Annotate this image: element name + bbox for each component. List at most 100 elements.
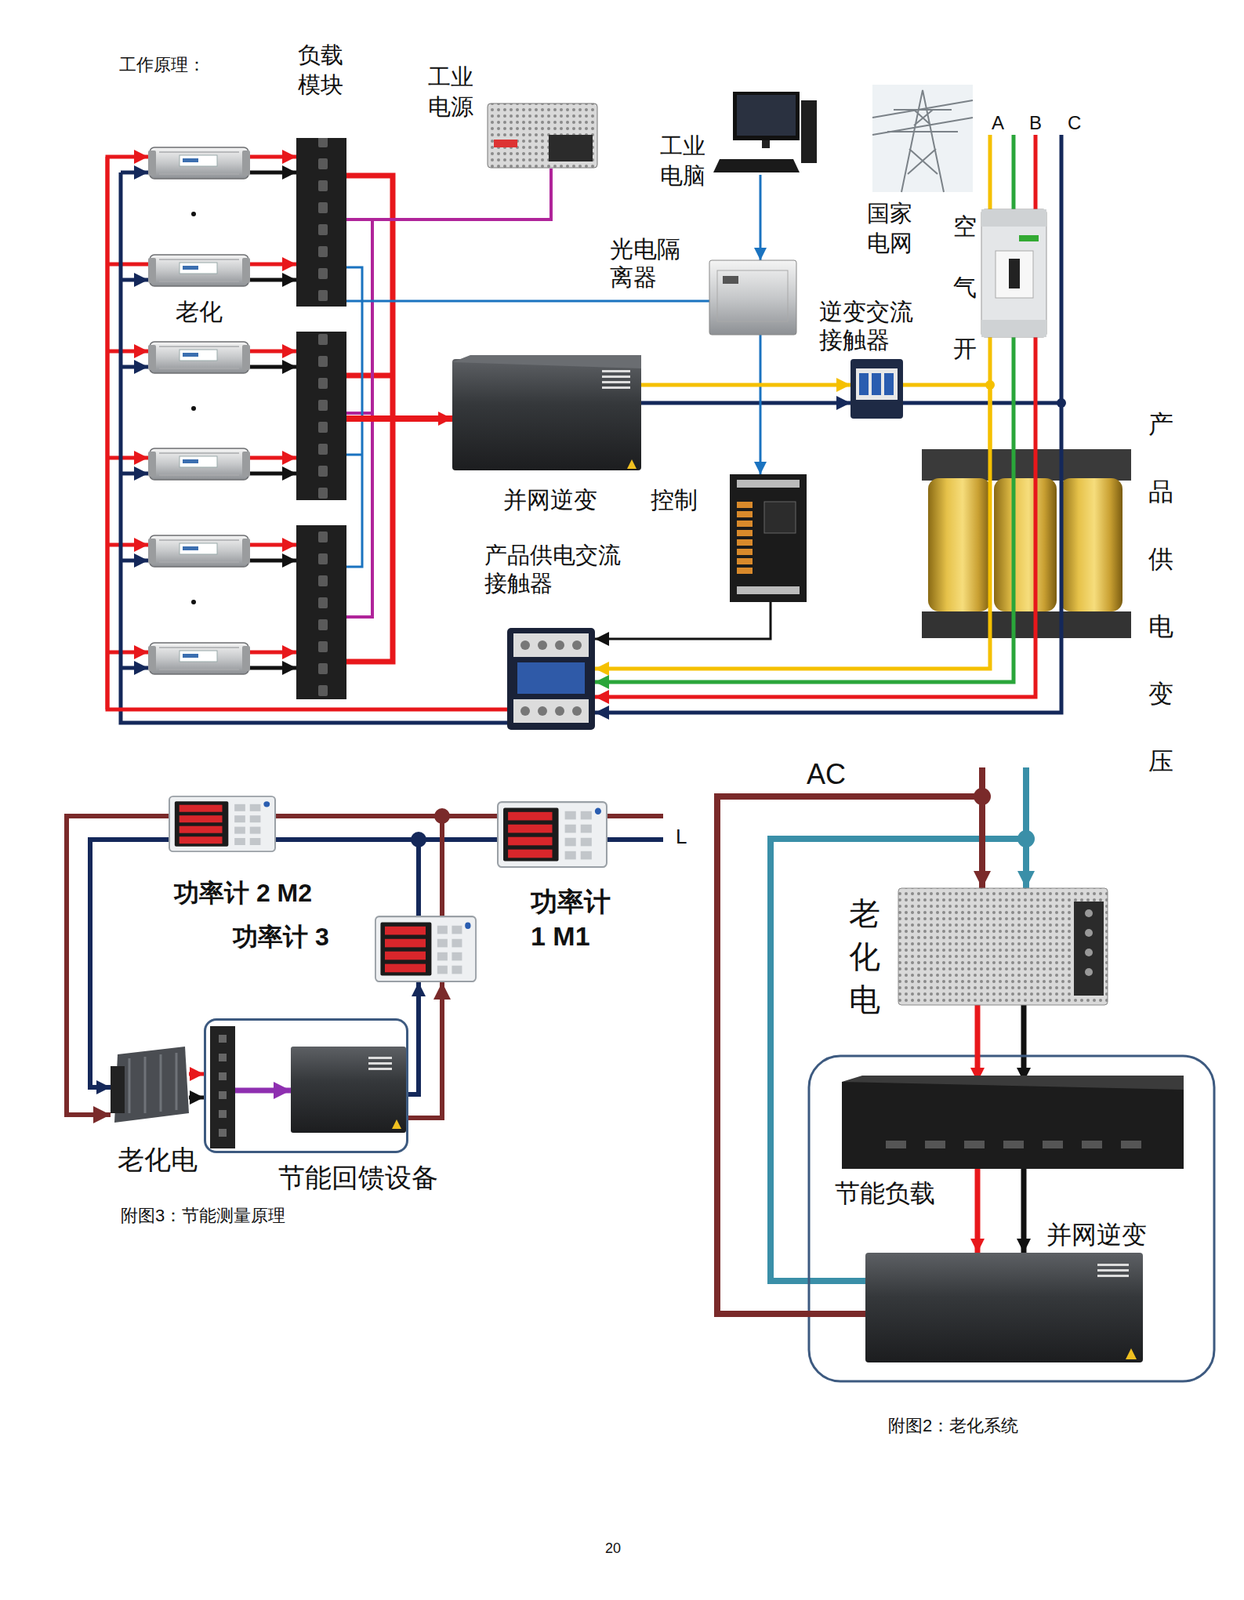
measure-wires-part xyxy=(416,839,421,916)
feedback-device-photo-part xyxy=(368,1056,392,1060)
energy-saving-load-photo-part xyxy=(841,1075,1184,1090)
contactor-photo-part xyxy=(520,640,530,650)
controller: 控制 xyxy=(729,474,807,603)
node-label: 逆变交流 接触器 xyxy=(819,297,918,355)
aging-input-wires-part xyxy=(120,558,149,563)
aging-psu-photo-part xyxy=(110,1066,125,1114)
inverter-photo-part xyxy=(602,380,631,384)
energy-saving-load-photo-part xyxy=(964,1140,985,1149)
load-module: 负载 模块 xyxy=(296,137,347,700)
aging-output-wires-part xyxy=(250,262,297,267)
contactor-photo-part xyxy=(859,373,869,396)
figure-caption: 附图3：节能测量原理 xyxy=(120,1205,286,1226)
aging-system-wires-part xyxy=(808,1055,1215,1382)
inverter-photo-part xyxy=(602,386,631,389)
aging-psu-photo-part xyxy=(898,888,1108,1005)
load-module-photo-part xyxy=(296,137,347,307)
aging-psu-photo-part xyxy=(148,341,251,374)
feedback-device-photo-part xyxy=(218,1053,227,1062)
contactor-photo-part xyxy=(554,640,565,650)
connector xyxy=(346,300,710,303)
connector xyxy=(346,415,453,422)
phase-wires-part xyxy=(988,449,993,639)
node-label: 产品供电交流 接触器 xyxy=(484,540,626,599)
aging-output-wires-part xyxy=(250,666,297,671)
aging-system-wires-part xyxy=(1021,1168,1027,1253)
connector xyxy=(594,638,991,669)
feedback-device-photo-part xyxy=(218,1091,227,1099)
transformer-photo-part xyxy=(993,478,1057,612)
controller-photo-part xyxy=(736,558,753,565)
aging-psu: 老化电 xyxy=(898,888,1108,1005)
aging-psu-photo-part xyxy=(1073,901,1104,996)
figure-caption: 附图2：老化系统 xyxy=(888,1415,1019,1437)
inverter-photo-part xyxy=(452,355,642,369)
node-label: 老化电 xyxy=(117,1144,198,1177)
energy-saving-load-photo-part xyxy=(924,1140,946,1149)
controller-photo-part xyxy=(764,501,796,534)
load-module-photo xyxy=(296,137,347,700)
inverter-photo-part xyxy=(865,1252,1143,1363)
controller-photo-part xyxy=(729,474,807,603)
aging-psu-photo-part xyxy=(114,1046,189,1123)
air-breaker-photo-part xyxy=(981,319,1047,338)
feedback-device-photo-part xyxy=(391,1119,402,1129)
measure-wires-part xyxy=(408,982,419,1095)
load-module-photo-part xyxy=(296,525,347,700)
inverter-photo-part xyxy=(1097,1269,1129,1272)
phase-wires xyxy=(594,134,1067,713)
aging-psu-photo-part xyxy=(191,599,196,605)
contactor-photo-part xyxy=(537,640,548,650)
aging-psu-photo-part xyxy=(148,535,251,567)
feedback-device-photo-part xyxy=(368,1067,392,1070)
connector xyxy=(346,168,552,220)
contactor-photo-part xyxy=(513,633,589,657)
aging-input-wires-part xyxy=(120,170,149,175)
connector xyxy=(1011,337,1016,450)
node-label: 产品供电变压 xyxy=(1148,390,1174,795)
transformer-photo-part xyxy=(921,449,1132,481)
energy-saving-load: 节能负载 xyxy=(841,1081,1184,1169)
air-breaker-photo xyxy=(981,209,1047,338)
energy-saving-load-photo-part xyxy=(885,1140,907,1149)
aging-input-wires-part xyxy=(120,365,149,370)
power-meter-photo-part xyxy=(169,796,276,852)
power-grid-photo-part xyxy=(872,90,973,193)
measure-wires-part xyxy=(410,831,427,848)
transformer-photo-part xyxy=(921,611,1132,639)
industrial-pc: 工业 电脑 xyxy=(717,90,820,175)
feedback-device-photo-part xyxy=(218,1034,227,1043)
air-breaker-photo-part xyxy=(1019,235,1039,242)
connector xyxy=(759,334,762,475)
aging-input-wires-part xyxy=(120,278,149,283)
power-meter: 功率计 2 M2 xyxy=(168,795,276,853)
contactor-photo-part xyxy=(572,640,582,650)
industrial-psu: 工业 电源 xyxy=(487,101,598,169)
supply-contactor: 产品供电交流 接触器 xyxy=(507,627,595,730)
industrial-pc-photo-part xyxy=(732,91,800,141)
phase-wires-part xyxy=(594,449,1014,682)
phase-name: A xyxy=(991,112,1005,135)
contactor-photo-part xyxy=(855,368,898,400)
node-label: 老化 xyxy=(175,297,223,327)
power-meter: 功率计 1 M1 xyxy=(496,801,608,868)
inverter-photo-part xyxy=(1097,1263,1129,1266)
industrial-pc-photo-part xyxy=(713,159,800,173)
air-breaker-photo-part xyxy=(995,250,1034,298)
node-label: 控制 xyxy=(650,485,698,515)
opto-isolator-photo xyxy=(709,260,797,335)
aging-output-wires-part xyxy=(250,471,297,476)
aging-psu-photo-part xyxy=(129,1052,177,1114)
power-meter-photo-part xyxy=(375,916,476,982)
aging-system-wires xyxy=(770,767,1215,1382)
contactor-photo-part xyxy=(554,706,565,716)
feedback-device-photo xyxy=(210,1026,407,1149)
line-name: L xyxy=(675,824,687,849)
contactor-photo xyxy=(507,627,595,730)
node-label: 节能回馈设备 xyxy=(278,1162,439,1195)
contactor-photo-part xyxy=(517,662,585,694)
aging-psu: 老化电 xyxy=(110,1046,189,1123)
inverter-photo-part xyxy=(602,369,631,373)
opto-isolator: 光电隔 离器 xyxy=(709,260,797,335)
